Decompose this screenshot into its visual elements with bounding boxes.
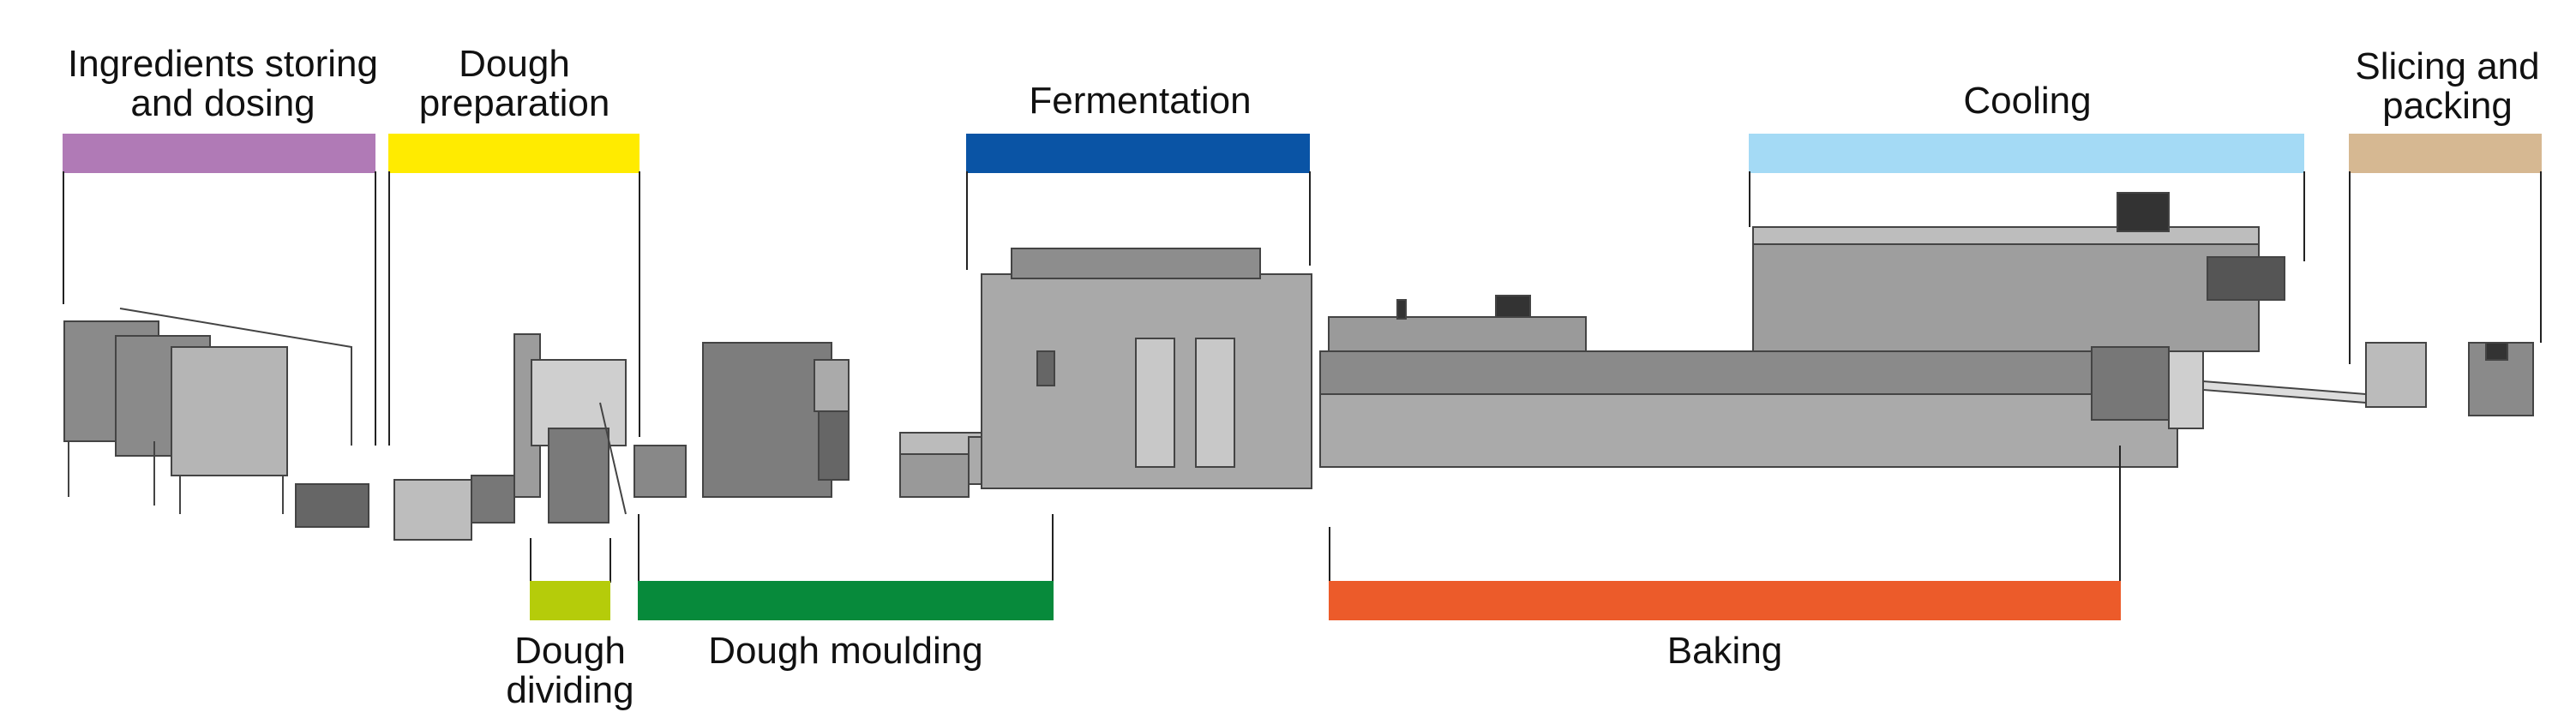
bracket-line [2303,171,2305,261]
bracket-line [388,171,390,446]
bar-dough-preparation [388,134,639,173]
bracket-line [638,514,639,583]
bar-cooling [1749,134,2304,173]
label-ingredients: Ingredients storing and dosing [68,43,378,124]
label-dough-preparation: Dough preparation [418,43,610,124]
bracket-line [966,171,968,270]
bar-moulding [638,581,1054,620]
bracket-line [1309,171,1311,266]
bar-dividing [530,581,610,620]
bar-fermentation [966,134,1310,173]
bracket-line [609,538,611,583]
bar-baking [1329,581,2121,620]
label-moulding: Dough moulding [708,630,983,672]
slicing-packing-machines [2202,342,2534,416]
label-dividing: Dough dividing [506,630,634,711]
bracket-line [2540,171,2542,343]
bracket-line [375,171,376,446]
ingredient-silos [63,308,369,528]
bar-slicing [2349,134,2542,173]
bar-ingredients [63,134,375,173]
fermentation-chamber [981,248,1312,489]
bracket-line [63,171,64,304]
label-fermentation: Fermentation [1029,80,1252,122]
bracket-line [1749,171,1750,227]
bracket-line [639,171,640,437]
bracket-line [1052,514,1054,583]
bracket-line [1329,527,1330,583]
bracket-line [2349,171,2351,364]
tunnel-oven [1319,295,2178,468]
label-cooling: Cooling [1963,80,2092,122]
label-slicing: Slicing and packing [2355,45,2540,127]
label-baking: Baking [1666,630,1783,672]
dough-preparation-machines [393,333,687,541]
bracket-line [530,538,531,583]
cooling-conveyor [1752,192,2285,429]
bracket-line [2119,446,2121,583]
